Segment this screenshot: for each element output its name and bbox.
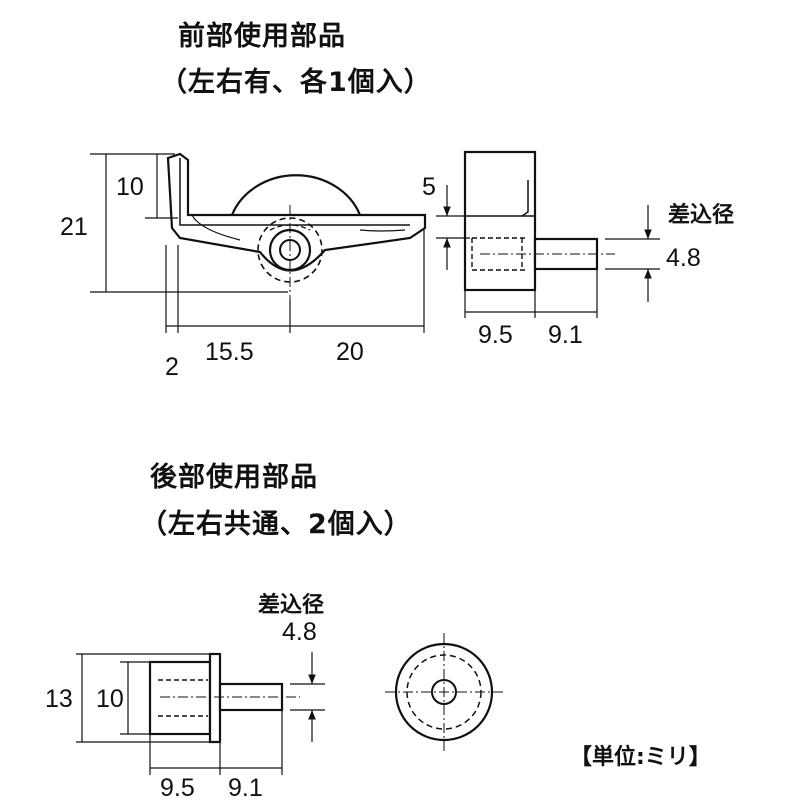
front-pin-width-dimensions	[464, 269, 598, 318]
dim-rear-height-outer: 13	[45, 685, 73, 713]
dim-front-height-top: 10	[116, 173, 144, 201]
front-pin-top-dimension	[436, 185, 470, 270]
rear-insert-label: 差込径	[258, 592, 324, 618]
front-pin-view	[463, 150, 599, 292]
front-insert-label: 差込径	[668, 202, 734, 228]
front-subtitle: （左右有、各1個入）	[160, 67, 432, 98]
dim-front-width-left: 2	[165, 353, 179, 381]
rear-width-dimensions	[149, 710, 283, 775]
dim-front-pin-w1: 9.5	[478, 321, 513, 349]
front-height-dimensions	[90, 153, 288, 293]
rear-insert-value: 4.8	[282, 618, 317, 646]
front-insert-dimension	[605, 205, 660, 302]
rear-subtitle: （左右共通、2個入）	[140, 509, 412, 540]
front-title: 前部使用部品	[178, 21, 346, 52]
dim-rear-w2: 9.1	[228, 774, 263, 800]
dim-rear-w1: 9.5	[160, 774, 195, 800]
rear-pin-view	[148, 652, 284, 744]
dim-front-width-mid: 15.5	[205, 338, 254, 366]
dim-front-pin-w2: 9.1	[548, 321, 583, 349]
rear-insert-dimension	[290, 652, 325, 742]
dim-rear-height-inner: 10	[96, 685, 124, 713]
dim-front-pin-top: 5	[422, 173, 436, 201]
dim-front-width-right: 20	[336, 338, 364, 366]
front-insert-value: 4.8	[666, 244, 701, 272]
rear-title: 後部使用部品	[150, 462, 318, 493]
front-width-dimensions	[165, 230, 425, 333]
dim-front-height-total: 21	[60, 213, 88, 241]
unit-note: 【単位:ミリ】	[570, 744, 711, 770]
front-roller-profile	[166, 152, 427, 283]
rear-height-dimensions	[76, 653, 210, 743]
